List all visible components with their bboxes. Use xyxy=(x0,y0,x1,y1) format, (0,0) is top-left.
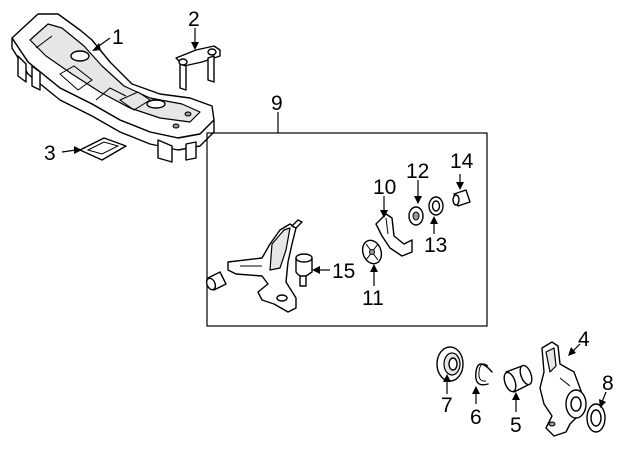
plate-part xyxy=(79,137,127,161)
control-arm-part xyxy=(227,219,303,313)
callout-2: 2 xyxy=(188,8,200,31)
callout-11: 11 xyxy=(362,287,384,310)
bearing-part xyxy=(503,364,533,393)
callout-15: 15 xyxy=(332,260,355,283)
crossmember-part xyxy=(11,13,215,163)
callout-6: 6 xyxy=(470,406,482,429)
callout-12: 12 xyxy=(406,160,429,183)
bracket-part xyxy=(175,45,221,91)
callout-13: 13 xyxy=(424,234,447,257)
assembly-box xyxy=(206,132,488,327)
callout-10: 10 xyxy=(373,176,396,199)
washer-part xyxy=(408,206,424,226)
seal-part xyxy=(436,346,464,382)
callout-5: 5 xyxy=(510,414,522,437)
leader-lines xyxy=(61,28,607,412)
arm-bushing-part xyxy=(205,271,227,291)
callout-14: 14 xyxy=(450,150,474,173)
sleeve-part xyxy=(452,189,471,207)
callout-8: 8 xyxy=(602,372,614,395)
ring-part xyxy=(428,196,444,216)
callout-3: 3 xyxy=(44,142,56,165)
outer-seal-part xyxy=(586,403,606,433)
knuckle-part xyxy=(539,341,587,437)
clamp-bracket-part xyxy=(375,213,413,257)
cross-bushing-part xyxy=(361,239,383,265)
callout-7: 7 xyxy=(441,394,453,417)
callout-4: 4 xyxy=(578,328,590,351)
callout-1: 1 xyxy=(112,26,124,49)
ball-joint-part xyxy=(295,253,313,287)
snap-ring-part xyxy=(475,363,493,386)
callout-9: 9 xyxy=(271,92,283,115)
